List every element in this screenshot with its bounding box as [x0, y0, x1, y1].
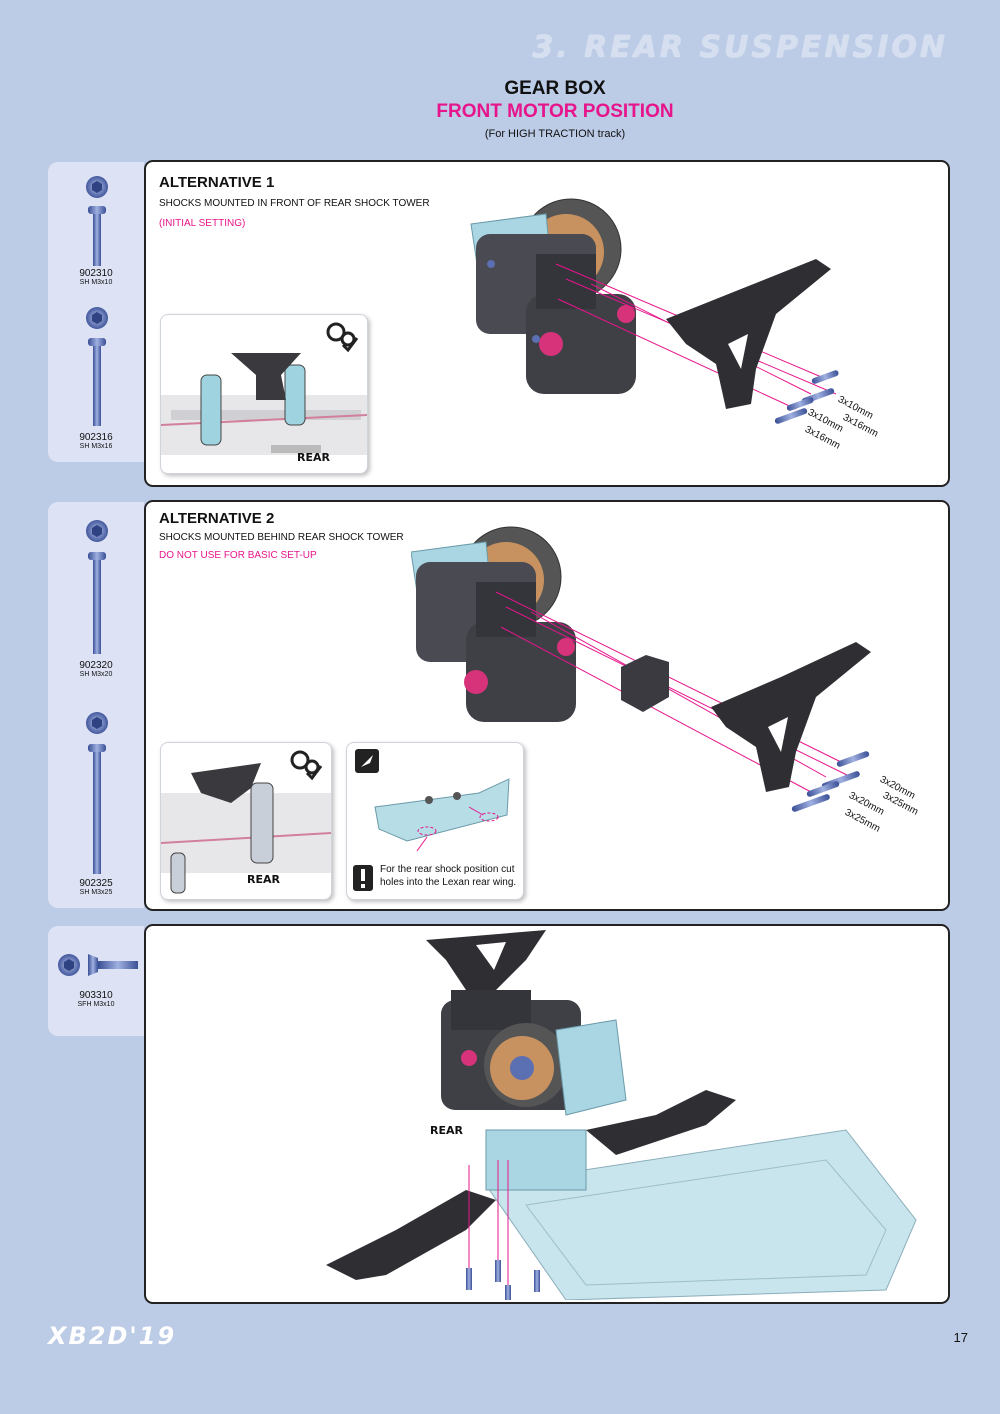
screw-head-icon [86, 712, 108, 734]
rear-label: REAR [247, 873, 280, 886]
alt2-title: ALTERNATIVE 2 [159, 510, 275, 527]
alt2-inset-wing: For the rear shock position cut holes in… [346, 742, 524, 900]
alt2-gearbox-illustration [411, 526, 871, 812]
alt1-title: ALTERNATIVE 1 [159, 174, 275, 191]
hardware-desc: SFH M3x10 [77, 1001, 115, 1008]
alt1-note: (INITIAL SETTING) [159, 218, 246, 229]
hardware-code: 902316 [79, 432, 113, 443]
warning-icon [353, 865, 373, 891]
hardware-code: 902310 [79, 268, 113, 279]
setup-gears-icon [326, 322, 359, 353]
screw-head-icon [86, 176, 108, 198]
hardware-code: 903310 [79, 990, 113, 1001]
chassis-illustration [161, 353, 367, 455]
screw-side-icon [88, 338, 106, 426]
screw-head-icon [86, 307, 108, 329]
section-title: 3. REAR SUSPENSION [532, 30, 948, 65]
countersunk-screw-icon [88, 954, 138, 976]
page-subtitle: FRONT MOTOR POSITION [436, 101, 674, 122]
chassis-illustration [161, 763, 331, 894]
alternative-2-panel: ALTERNATIVE 2 SHOCKS MOUNTED BEHIND REAR… [144, 500, 950, 911]
alt1-gearbox-illustration [470, 198, 839, 424]
rear-label: REAR [297, 451, 330, 464]
alt1-inset: REAR [160, 314, 368, 474]
rear-label: REAR [430, 1124, 463, 1137]
screw-side-icon [88, 552, 106, 654]
brand-logo: XB2D'19 [48, 1322, 177, 1350]
setup-gears-icon [290, 750, 323, 781]
screw-side-icon [88, 206, 106, 266]
screw-side-icon [88, 744, 106, 874]
assembly-panel: REAR [144, 924, 950, 1304]
screw-head-icon [58, 954, 80, 976]
hardware-desc: SH M3x16 [79, 443, 113, 450]
alt2-desc: SHOCKS MOUNTED BEHIND REAR SHOCK TOWER [159, 532, 404, 543]
hardware-desc: SH M3x20 [79, 671, 113, 678]
alt2-inset-chassis: REAR [160, 742, 332, 900]
hardware-code: 902320 [79, 660, 113, 671]
page-title: GEAR BOX [504, 78, 606, 99]
hardware-desc: SH M3x10 [79, 279, 113, 286]
page-note: (For HIGH TRACTION track) [484, 128, 626, 140]
warning-text: For the rear shock position cut holes in… [380, 864, 517, 888]
alternative-1-panel: ALTERNATIVE 1 SHOCKS MOUNTED IN FRONT OF… [144, 160, 950, 487]
alt2-note: DO NOT USE FOR BASIC SET-UP [159, 550, 317, 561]
hardware-desc: SH M3x25 [79, 889, 113, 896]
cut-tool-icon [355, 749, 379, 773]
hardware-code: 902325 [79, 878, 113, 889]
page-number: 17 [953, 1330, 968, 1345]
alt1-desc: SHOCKS MOUNTED IN FRONT OF REAR SHOCK TO… [159, 198, 430, 209]
rear-wing-illustration [374, 778, 510, 852]
screw-head-icon [86, 520, 108, 542]
assembly-illustration [326, 930, 917, 1300]
